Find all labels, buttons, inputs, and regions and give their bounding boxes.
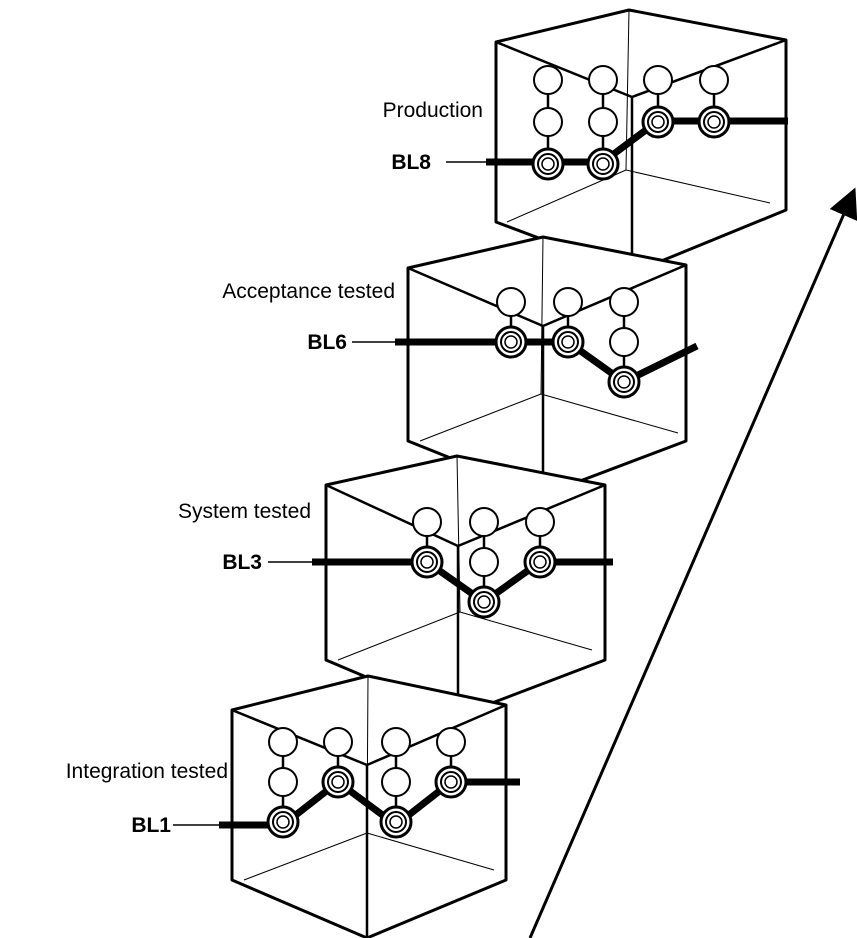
component-column [436, 727, 466, 769]
progression-arrow [528, 187, 857, 938]
version-circle [609, 327, 639, 357]
component-column [553, 287, 583, 329]
selected-version [467, 585, 501, 619]
selected-version [434, 765, 468, 799]
version-circle [699, 65, 729, 95]
selected-version [523, 545, 557, 579]
stage-label: Acceptance tested [222, 280, 395, 303]
component-column [533, 65, 563, 151]
version-circle [381, 727, 411, 757]
version-circle [436, 727, 466, 757]
selected-version [379, 805, 413, 839]
version-circle [533, 65, 563, 95]
version-circle [268, 767, 298, 797]
version-circle [469, 547, 499, 577]
version-circle [323, 727, 353, 757]
component-column [469, 507, 499, 589]
component-column [525, 507, 555, 549]
cube-back-edge [540, 236, 544, 395]
cube-top-edge [231, 708, 368, 767]
component-column [588, 65, 618, 151]
stage-label: Production [383, 99, 483, 122]
baseline-label: BL1 [131, 814, 171, 837]
cube-top-edge [325, 483, 459, 548]
component-column [268, 727, 298, 809]
selected-version [410, 545, 444, 579]
baseline-label: BL8 [391, 151, 431, 174]
component-column [496, 287, 526, 329]
selected-version [586, 147, 620, 181]
cube-back-edge [540, 393, 679, 434]
selected-version [531, 147, 565, 181]
selected-version [494, 325, 528, 359]
version-circle [588, 107, 618, 137]
selected-version [641, 105, 675, 139]
version-circle [525, 507, 555, 537]
cube-back-edge [366, 832, 495, 871]
cube-back-edge [243, 832, 368, 881]
selected-version [697, 105, 731, 139]
baseline-label: BL6 [307, 331, 347, 354]
selected-version [266, 805, 300, 839]
version-circle [553, 287, 583, 317]
version-circle [412, 507, 442, 537]
cube-top-edge [407, 266, 544, 328]
version-circle [496, 287, 526, 317]
selected-version [321, 765, 355, 799]
component-column [381, 727, 411, 809]
cube-back-edge [337, 611, 461, 661]
version-circle [268, 727, 298, 757]
component-column [609, 287, 639, 369]
version-circle [643, 65, 673, 95]
component-column [699, 65, 729, 109]
baseline-label: BL3 [222, 551, 262, 574]
version-circle [609, 287, 639, 317]
cube-outline [494, 8, 788, 275]
component-column [323, 727, 353, 769]
version-circle [381, 767, 411, 797]
version-circle [588, 65, 618, 95]
component-column [643, 65, 673, 109]
stage-label: System tested [178, 500, 311, 523]
stage-label: Integration tested [66, 760, 228, 783]
cube-back-edge [419, 393, 542, 442]
selected-version [607, 365, 641, 399]
version-circle [533, 107, 563, 137]
version-circle [469, 507, 499, 537]
cube-back-edge [625, 169, 771, 204]
selected-version [551, 325, 585, 359]
